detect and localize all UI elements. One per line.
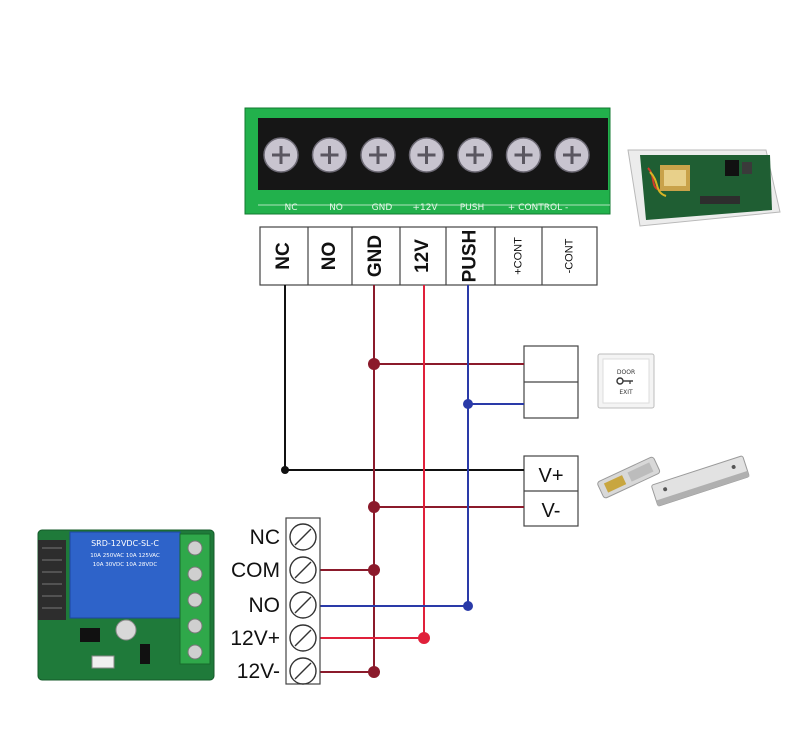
terminal-block: NC NO GND +12V PUSH + CONTROL - bbox=[244, 107, 611, 215]
controller-label: NO bbox=[319, 242, 340, 271]
wires bbox=[284, 285, 524, 673]
controller-label: NC bbox=[273, 242, 294, 270]
controller-label-table: NC NO GND 12V PUSH +CONT -CONT bbox=[259, 226, 598, 286]
key-icon bbox=[616, 377, 633, 385]
relay-terminal-strip: NC COM NO 12V+ 12V- bbox=[230, 517, 321, 685]
exit-button-text-top: DOOR bbox=[617, 369, 635, 376]
lock-terminals: V+ V- bbox=[523, 455, 579, 527]
relay-model-text: SRD-12VDC-SL-C bbox=[91, 539, 159, 548]
exit-button-terminals bbox=[523, 345, 579, 419]
silkscreen-label: GND bbox=[372, 203, 393, 213]
silkscreen-label: NC bbox=[284, 203, 297, 213]
lock-label-positive: V+ bbox=[538, 465, 563, 487]
terminal-screws bbox=[263, 137, 590, 173]
relay-terminal-label: 12V- bbox=[237, 660, 280, 683]
relay-terminal-label: NC bbox=[250, 526, 280, 549]
controller-label: PUSH bbox=[460, 230, 481, 283]
wire-push bbox=[305, 285, 469, 607]
silkscreen-label: NO bbox=[329, 203, 343, 213]
controller-label: GND bbox=[365, 235, 386, 277]
junction-dots bbox=[281, 358, 473, 678]
silkscreen-label: +12V bbox=[412, 203, 438, 213]
power-supply-image bbox=[627, 149, 781, 227]
silkscreen-label: + CONTROL - bbox=[508, 203, 568, 213]
terminal-silkscreen: NC NO GND +12V PUSH + CONTROL - bbox=[284, 203, 568, 213]
relay-terminal-label: COM bbox=[231, 559, 280, 582]
exit-button-text-bottom: EXIT bbox=[619, 389, 633, 396]
lock-label-negative: V- bbox=[542, 500, 561, 522]
relay-module-image: SRD-12VDC-SL-C 10A 250VAC 10A 125VAC 10A… bbox=[37, 529, 215, 681]
controller-label: -CONT bbox=[563, 238, 575, 273]
wire-12v bbox=[305, 285, 425, 639]
controller-label: +CONT bbox=[512, 237, 524, 275]
electric-lock-image bbox=[597, 455, 750, 507]
relay-rating-text-2: 10A 30VDC 10A 28VDC bbox=[93, 562, 158, 568]
relay-terminal-label: NO bbox=[249, 594, 281, 617]
wire-nc bbox=[284, 285, 524, 471]
silkscreen-label: PUSH bbox=[460, 203, 485, 213]
controller-label: 12V bbox=[412, 239, 433, 273]
relay-rating-text-1: 10A 250VAC 10A 125VAC bbox=[90, 553, 160, 559]
exit-button-image: DOOR EXIT bbox=[597, 353, 655, 409]
relay-terminal-label: 12V+ bbox=[230, 627, 280, 650]
